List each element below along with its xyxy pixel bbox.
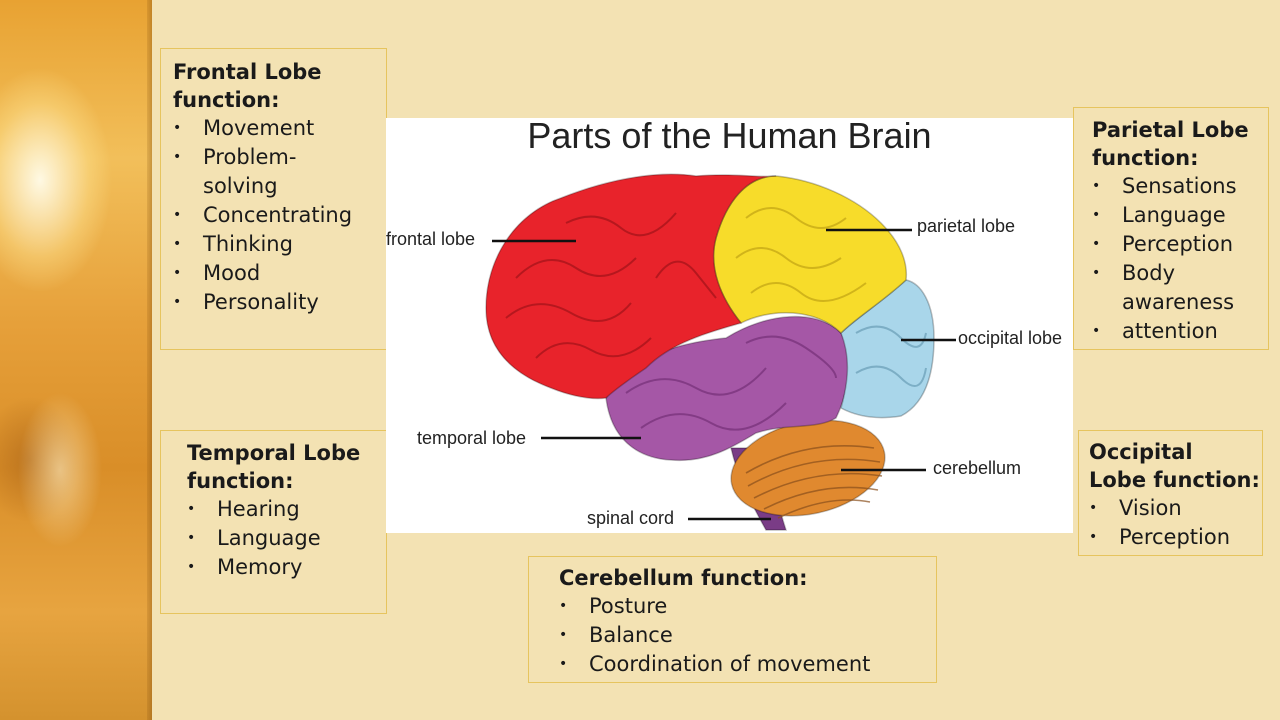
frontal-lobe-label: frontal lobe (386, 229, 476, 249)
list-item-continuation: awareness (1122, 290, 1235, 314)
list-item: •Problem- (173, 145, 297, 169)
brain-illustration (485, 173, 956, 531)
list-item: •Memory (187, 555, 303, 579)
list-item: •Coordination of movement (559, 652, 871, 676)
list-item: •Hearing (187, 497, 300, 521)
list-item: •Concentrating (173, 203, 353, 227)
list-item: •Language (1092, 203, 1226, 227)
spinal-cord-label: spinal cord (587, 508, 675, 528)
cerebellum-list: •Posture •Balance •Coordination of movem… (559, 592, 936, 679)
list-item-continuation: solving (203, 174, 278, 198)
list-item: •Perception (1089, 525, 1231, 549)
cerebellum-function-box: Cerebellum function: •Posture •Balance •… (528, 556, 937, 683)
temporal-lobe-shape (605, 315, 850, 462)
decorative-lightbulb-sidebar (0, 0, 152, 720)
list-item: •Personality (173, 290, 319, 314)
temporal-lobe-label: temporal lobe (417, 428, 527, 448)
list-item: •Balance (559, 623, 673, 647)
list-item: •Mood (173, 261, 261, 285)
list-item: •Vision (1089, 496, 1182, 520)
list-item: •Perception (1092, 232, 1234, 256)
parietal-lobe-label: parietal lobe (917, 216, 1016, 236)
list-item: •Posture (559, 594, 668, 618)
cerebellum-label: cerebellum (933, 458, 1022, 478)
parietal-lobe-list: •Sensations •Language •Perception •Body … (1092, 172, 1268, 346)
diagram-title: Parts of the Human Brain (527, 115, 932, 156)
frontal-lobe-list: •Movement •Problem- solving •Concentrati… (173, 114, 386, 317)
occipital-lobe-list: •Vision •Perception (1089, 494, 1262, 552)
brain-diagram: Parts of the Human Brain frontal lobe pa… (386, 115, 1073, 533)
frontal-lobe-shape (485, 173, 777, 400)
list-item: •Thinking (173, 232, 293, 256)
list-item: •Movement (173, 116, 315, 140)
occipital-lobe-label: occipital lobe (958, 328, 1063, 348)
cerebellum-title: Cerebellum function: (559, 566, 808, 590)
list-item: •Body (1092, 261, 1176, 285)
temporal-lobe-list: •Hearing •Language •Memory (187, 495, 386, 582)
list-item: •attention (1092, 319, 1218, 343)
list-item: •Language (187, 526, 321, 550)
list-item: •Sensations (1092, 174, 1237, 198)
